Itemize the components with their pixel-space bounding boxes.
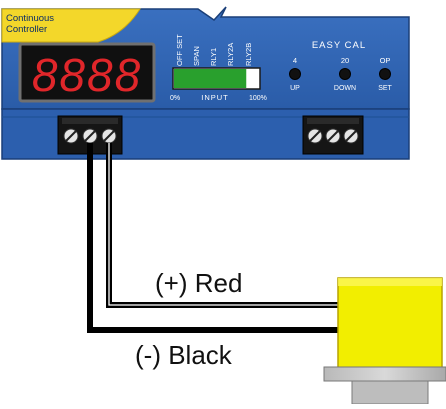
sensor-mount-plate [323, 366, 446, 382]
wire-positive-red [106, 143, 340, 308]
input-min-label: 0% [170, 95, 180, 102]
button-down[interactable] [339, 68, 351, 80]
mode-label-rly2a: RLY2A [226, 43, 235, 66]
button-up[interactable] [289, 68, 301, 80]
mode-label-rly1: RLY1 [209, 48, 218, 66]
button-up-bottom-label: UP [290, 85, 300, 92]
terminal-block-right [302, 115, 364, 155]
sensor [323, 277, 446, 405]
mode-label-offset: OFF SET [175, 34, 184, 66]
screw-terminal-3[interactable] [101, 128, 117, 144]
led-display: 8888 [18, 42, 156, 103]
label-negative-black: (-) Black [135, 340, 233, 370]
button-down-top-label: 20 [341, 56, 349, 65]
mode-label-rly2b: RLY2B [244, 43, 253, 66]
mode-label-span: SPAN [192, 46, 201, 66]
brand-label: Continuous Controller [1, 8, 141, 43]
label-positive-red: (+) Red [155, 268, 242, 298]
sensor-mount-post [351, 380, 429, 405]
screw-terminal-5[interactable] [325, 128, 341, 144]
input-label: INPUT [201, 93, 229, 102]
button-set-bottom-label: SET [378, 85, 392, 92]
calibration-button-up[interactable]: 4 UP [289, 56, 301, 92]
screw-terminal-1[interactable] [63, 128, 79, 144]
calibration-button-down[interactable]: 20 DOWN [334, 56, 356, 92]
screw-terminal-2[interactable] [82, 128, 98, 144]
brand-line2: Controller [6, 24, 47, 35]
button-up-top-label: 4 [293, 56, 297, 65]
input-max-label: 100% [249, 95, 267, 102]
button-down-bottom-label: DOWN [334, 85, 356, 92]
wire-negative-black [87, 143, 340, 333]
screw-terminal-4[interactable] [307, 128, 323, 144]
brand-line1: Continuous [6, 13, 54, 24]
button-set-top-label: OP [380, 56, 391, 65]
calibration-button-set[interactable]: OP SET [378, 56, 392, 92]
display-readout: 8888 [32, 49, 142, 101]
easycal-title: EASY CAL [312, 40, 366, 51]
sensor-body [337, 277, 443, 369]
mode-labels: OFF SET SPAN RLY1 RLY2A RLY2B [175, 34, 253, 66]
input-bar [172, 67, 261, 90]
screw-terminal-6[interactable] [343, 128, 359, 144]
button-set[interactable] [379, 68, 391, 80]
input-bar-fill [174, 69, 247, 88]
